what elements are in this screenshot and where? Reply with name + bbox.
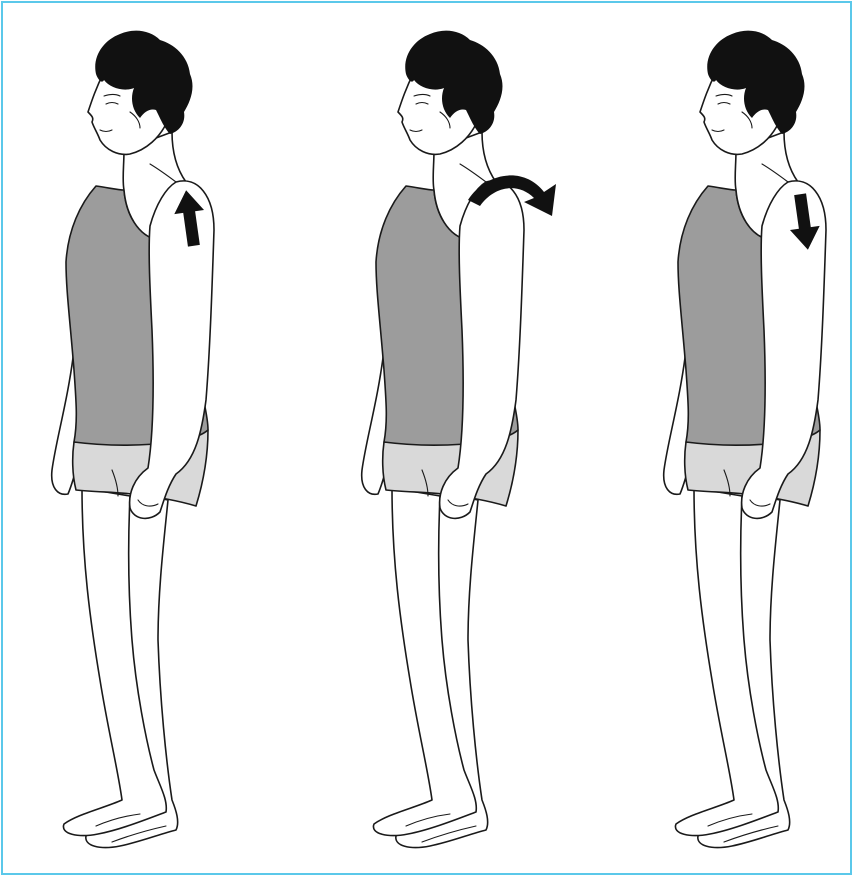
figure-shoulder-drop: [664, 31, 826, 848]
figure-shoulder-shrug: [52, 31, 214, 848]
figure-shoulder-roll: [362, 31, 556, 848]
